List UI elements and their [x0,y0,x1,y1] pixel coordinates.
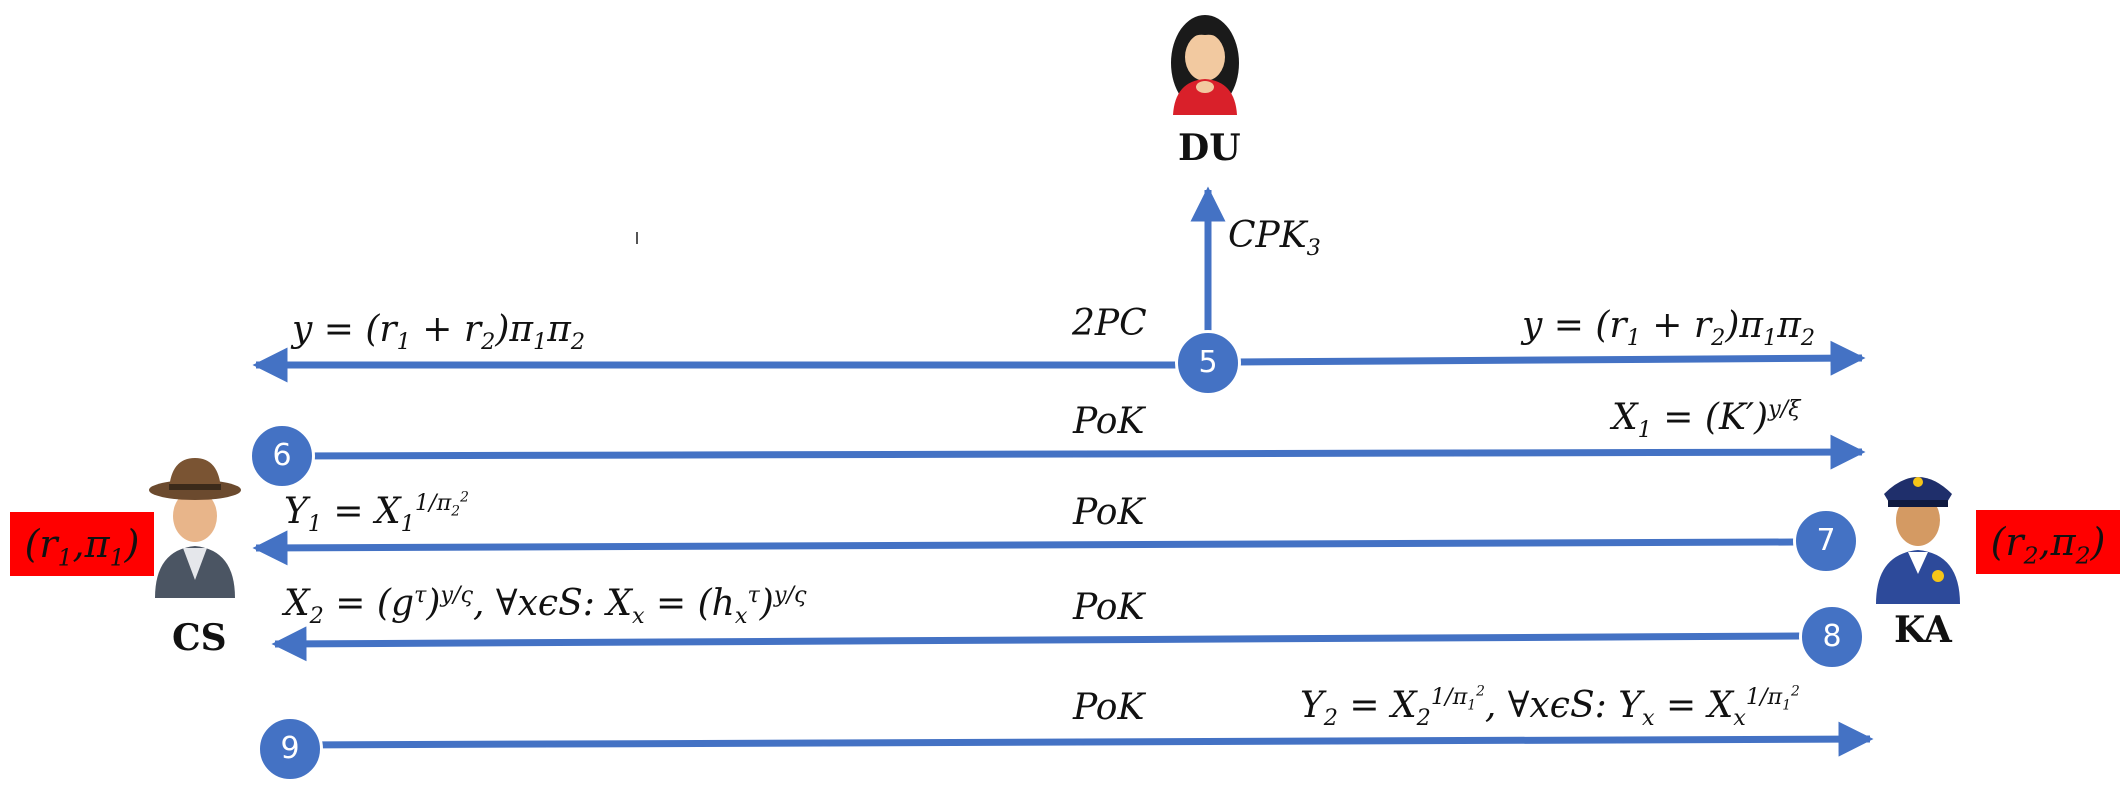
arrow-step8-ka-to-cs [271,626,1801,662]
y2-message: Y2 = X21/π12, ∀xϵS: Yx = Xx1/π12 [1300,683,1800,732]
arrow-step9-cs-to-ka [291,721,1874,757]
step-9-badge: 9 [257,716,323,782]
pok-label-step6: PoK [1073,401,1145,442]
step-8-badge: 8 [1799,604,1865,670]
arrow-step5-to-ka [1235,340,1866,376]
x2-message: X2 = (gτ)y/ς, ∀xϵS: Xx = (hxτ)y/ς [284,582,807,630]
y-message-right: y = (r1 + r2)π1π2 [1522,305,1816,352]
y-message-left: y = (r1 + r2)π1π2 [292,309,586,356]
cs-label: CS [172,617,227,659]
cpk3-message: CPK3 [1228,215,1321,262]
step-5-badge: 5 [1175,330,1241,396]
pok-label-step8: PoK [1073,587,1145,628]
x1-message: X1 = (K′)y/ξ [1612,396,1801,444]
du-label: DU [1178,127,1241,169]
pok-label-step9: PoK [1073,687,1145,728]
ka-label: KA [1894,609,1952,651]
stray-tick-mark [636,232,638,244]
arrow-step7-ka-to-cs [252,530,1796,566]
step-7-badge: 7 [1793,508,1859,574]
cs-key-box: (r1,π1) [10,512,154,576]
pok-label-step7: PoK [1073,492,1145,533]
twopc-label: 2PC [1072,303,1147,344]
detective-user-icon [149,458,241,598]
arrow-step6-cs-to-ka [284,434,1866,470]
police-officer-icon [1876,477,1960,604]
female-user-icon [1171,15,1239,115]
step-6-badge: 6 [249,423,315,489]
y1-message: Y1 = X11/π22 [284,489,469,538]
ka-key-box: (r2,π2) [1976,510,2120,574]
